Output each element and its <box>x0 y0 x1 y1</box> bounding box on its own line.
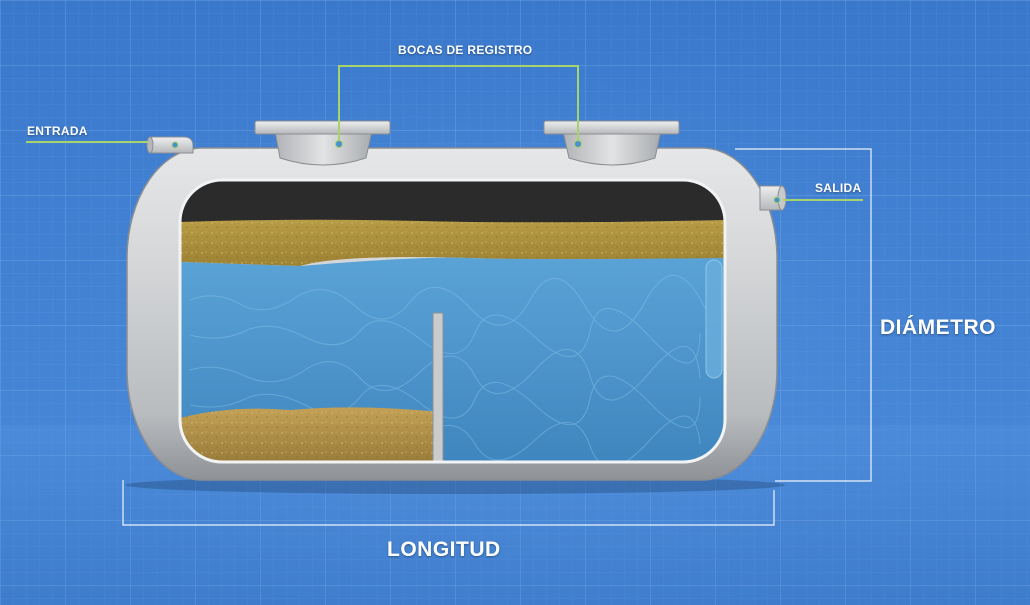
length-dimension-line <box>122 480 775 526</box>
diameter-label: DIÁMETRO <box>880 316 996 339</box>
manhole-right <box>543 120 680 166</box>
baffle-wall <box>432 312 444 462</box>
length-label: LONGITUD <box>387 538 501 561</box>
leader-line-inlet <box>26 141 179 149</box>
manhole-left <box>254 120 391 166</box>
diameter-dimension-line <box>735 148 872 482</box>
outlet-label: SALIDA <box>815 181 862 195</box>
tank-cutaway <box>180 180 725 462</box>
outlet-dip-pipe <box>705 259 723 379</box>
outlet-pipe <box>759 185 787 211</box>
leader-line-outlet <box>773 196 863 204</box>
inlet-pipe <box>146 136 194 154</box>
leader-line-manholes <box>335 65 582 148</box>
inlet-label: ENTRADA <box>27 124 88 138</box>
manholes-label: BOCAS DE REGISTRO <box>398 43 533 57</box>
